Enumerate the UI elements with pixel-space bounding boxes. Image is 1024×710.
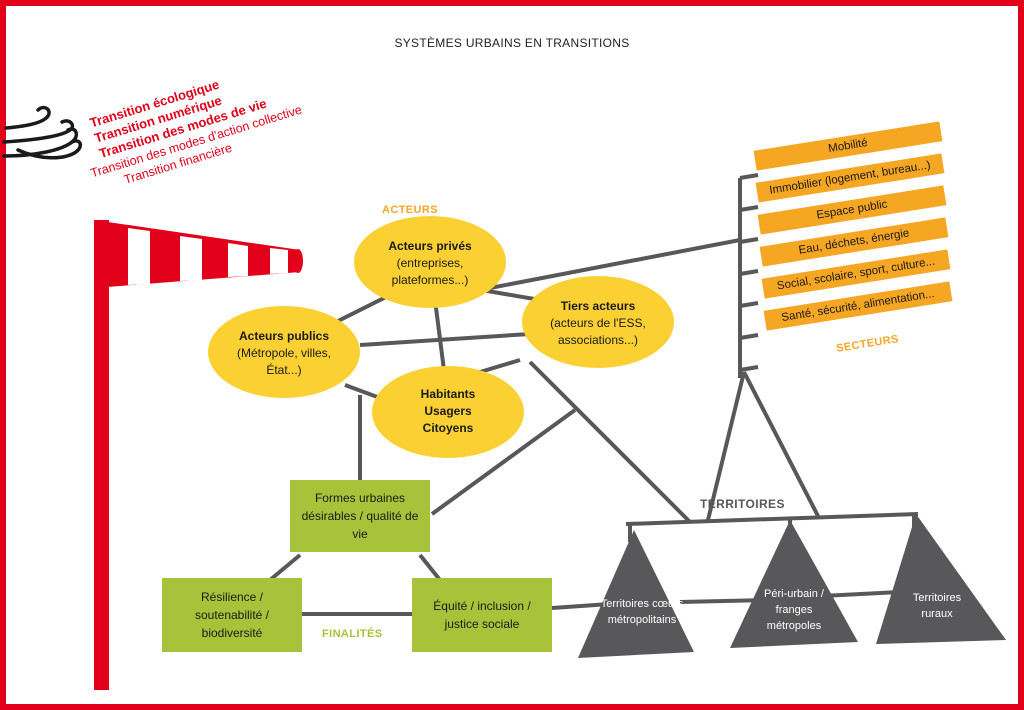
ellipse-tiers-acteurs	[522, 276, 674, 368]
periurbain-label: Péri-urbain / franges métropoles	[764, 588, 824, 632]
usagers-line: Usagers	[424, 404, 472, 418]
acteurs-label: ACTEURS	[382, 204, 438, 216]
tiers-acteurs-label: Tiers acteurs (acteurs de l'ESS, associa…	[540, 298, 656, 349]
box-equite	[412, 578, 552, 652]
formes-urbaines-label: Formes urbaines désirables / qualité de …	[301, 491, 419, 541]
acteurs-prives-detail: (entreprises, plateformes...)	[391, 256, 469, 287]
acteurs-publics-detail: (Métropole, villes, État...)	[236, 346, 332, 377]
ellipse-habitants	[372, 366, 524, 458]
tiers-acteurs-title: Tiers acteurs	[560, 299, 636, 313]
habitants-line: Habitants	[420, 387, 476, 401]
equite-label: Équité / inclusion / justice sociale	[433, 599, 531, 631]
box-formes-urbaines	[290, 480, 430, 552]
ellipse-acteurs-publics	[208, 306, 360, 398]
ellipse-acteurs-prives	[354, 216, 506, 308]
tiers-acteurs-detail: (acteurs de l'ESS, associations...)	[550, 316, 646, 347]
territoires-coeurs-label: Territoires cœurs métropolitains	[600, 598, 684, 626]
triangle-coeurs	[578, 530, 694, 658]
page-title: SYSTÈMES URBAINS EN TRANSITIONS	[394, 36, 630, 50]
citoyens-line: Citoyens	[422, 421, 474, 435]
acteurs-prives-title: Acteurs privés	[388, 239, 472, 253]
windsock-icon	[94, 220, 303, 690]
territoires-ruraux-label: Territoires ruraux	[912, 592, 962, 620]
resilience-label: Résilience / soutenabilité / biodiversit…	[194, 590, 270, 640]
triangle-periurbain	[730, 520, 858, 648]
connector-lines	[268, 173, 919, 616]
acteurs-publics-title: Acteurs publics	[238, 329, 330, 343]
triangle-ruraux	[876, 514, 1006, 644]
habitants-label: Habitants Usagers Citoyens	[398, 386, 498, 437]
territoires-label: TERRITOIRES	[700, 497, 785, 511]
finalites-label: FINALITÉS	[322, 628, 383, 640]
acteurs-publics-label: Acteurs publics (Métropole, villes, État…	[230, 328, 338, 379]
acteurs-prives-label: Acteurs privés (entreprises, plateformes…	[376, 238, 484, 289]
wind-icon	[2, 105, 83, 160]
box-resilience	[162, 578, 302, 652]
